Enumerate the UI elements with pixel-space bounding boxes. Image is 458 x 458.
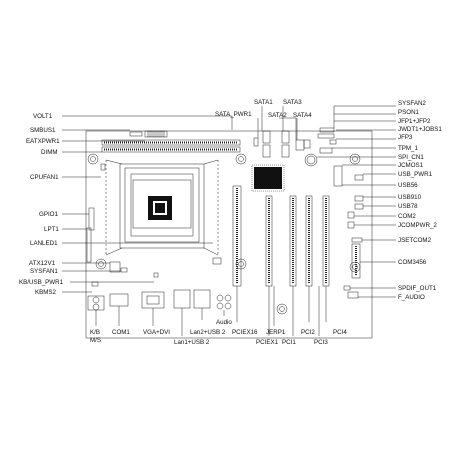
label-com3456: COM3456 (398, 259, 427, 266)
label-lan1-usb2: Lan1+USB 2 (174, 339, 210, 346)
label-sysfan1: SYSFAN1 (30, 268, 58, 275)
gpio-header (88, 207, 95, 231)
label-usb910: USB910 (398, 194, 422, 201)
leader-lines (62, 105, 396, 336)
label-lan2-usb2: Lan2+USB 2 (190, 329, 226, 336)
label-sata1: SATA1 (254, 99, 273, 106)
label-pci2: PCI2 (301, 329, 315, 336)
label-pciex1: PCIEX1 (256, 339, 279, 346)
label-gpio1: GPIO1 (39, 211, 58, 218)
rear-io (87, 289, 232, 311)
cpu-socket (105, 159, 219, 256)
front-panel-headers (317, 127, 337, 154)
label-atx12v1: ATX12V1 (29, 260, 56, 267)
expansion-slots (265, 195, 330, 287)
label-f-audio: F_AUDIO (398, 294, 425, 301)
chipset (251, 164, 285, 192)
label-sata2: SATA2 (268, 112, 287, 119)
sata-pwr-connector (253, 137, 259, 147)
label-com2: COM2 (398, 213, 416, 220)
label-eatxpwr1: EATXPWR1 (26, 138, 60, 145)
sysfan1-connector (120, 267, 128, 273)
label-jcompwr-2: JCOMPWR_2 (398, 222, 437, 229)
label-kbusb-pwr1: KB/USB_PWR1 (19, 279, 64, 286)
label-audio: Audio (216, 319, 232, 326)
label-usb78: USB78 (398, 203, 418, 210)
label-sysfan2: SYSFAN2 (398, 100, 426, 107)
label-pci1: PCI1 (282, 339, 296, 346)
cmos-battery (304, 153, 318, 167)
usb-headers (333, 165, 364, 210)
top-labels: SATA1 SATA3 SATA_PWR1 SATA2 SATA4 (215, 99, 312, 119)
label-jfp3: JFP3 (398, 134, 413, 141)
label-volt1: VOLT1 (33, 113, 53, 120)
label-tpm-1: TPM_1 (398, 145, 419, 152)
label-jfp1-jfp2: JFP1+JFP2 (398, 118, 431, 125)
kbms2-header (91, 281, 99, 287)
label-pciex16: PCIEX16 (232, 329, 258, 336)
label-dimm: DIMM (41, 149, 58, 156)
lanled-header (212, 257, 222, 265)
label-pci4: PCI4 (333, 329, 347, 336)
board-outline (85, 130, 373, 339)
label-lpt1: LPT1 (44, 226, 59, 233)
dimm-slots (101, 139, 241, 153)
label-jcmos1: JCMOS1 (398, 162, 424, 169)
label-sata-pwr1: SATA_PWR1 (215, 111, 252, 118)
label-usb-pwr1: USB_PWR1 (398, 171, 433, 178)
label-jerp1: JERP1 (266, 329, 286, 336)
label-jwdt1-jobs1: JWDT1+JOBS1 (398, 126, 442, 133)
label-com1: COM1 (112, 329, 130, 336)
label-usb56: USB56 (398, 182, 418, 189)
bottom-labels: K/B M/S COM1 VGA+DVI Lan1+USB 2 Lan2+USB… (90, 319, 347, 346)
label-cpufan1: CPUFAN1 (30, 174, 59, 181)
label-lanled1: LANLED1 (30, 240, 58, 247)
sata-connectors (262, 130, 311, 158)
smbus-connector (129, 131, 143, 137)
left-labels: VOLT1 SMBUS1 EATXPWR1 DIMM CPUFAN1 GPIO1… (19, 113, 64, 296)
label-spdif-out1: SPDIF_OUT1 (398, 285, 437, 292)
pciex16-slot (232, 185, 242, 287)
label-smbus1: SMBUS1 (30, 127, 56, 134)
eatxpwr-connector (144, 130, 168, 138)
label-spi-cn1: SPI_CN1 (398, 154, 424, 161)
label-kb: K/B (90, 329, 100, 336)
label-pci3: PCI3 (314, 339, 328, 346)
label-jsetcom2: JSETCOM2 (398, 237, 432, 244)
kbusb-pwr-jumper (153, 272, 159, 278)
label-sata4: SATA4 (293, 112, 312, 119)
lpt-header (86, 227, 92, 263)
right-labels: SYSFAN2 PSON1 JFP1+JFP2 JWDT1+JOBS1 JFP3… (398, 100, 442, 301)
atx12v-connector (109, 261, 121, 273)
label-sata3: SATA3 (283, 99, 302, 106)
label-vga-dvi: VGA+DVI (143, 329, 170, 336)
label-pson1: PSON1 (398, 109, 420, 116)
label-kbms2: KBMS2 (35, 289, 57, 296)
label-ms: M/S (90, 337, 101, 344)
cpufan-connector (100, 163, 106, 171)
